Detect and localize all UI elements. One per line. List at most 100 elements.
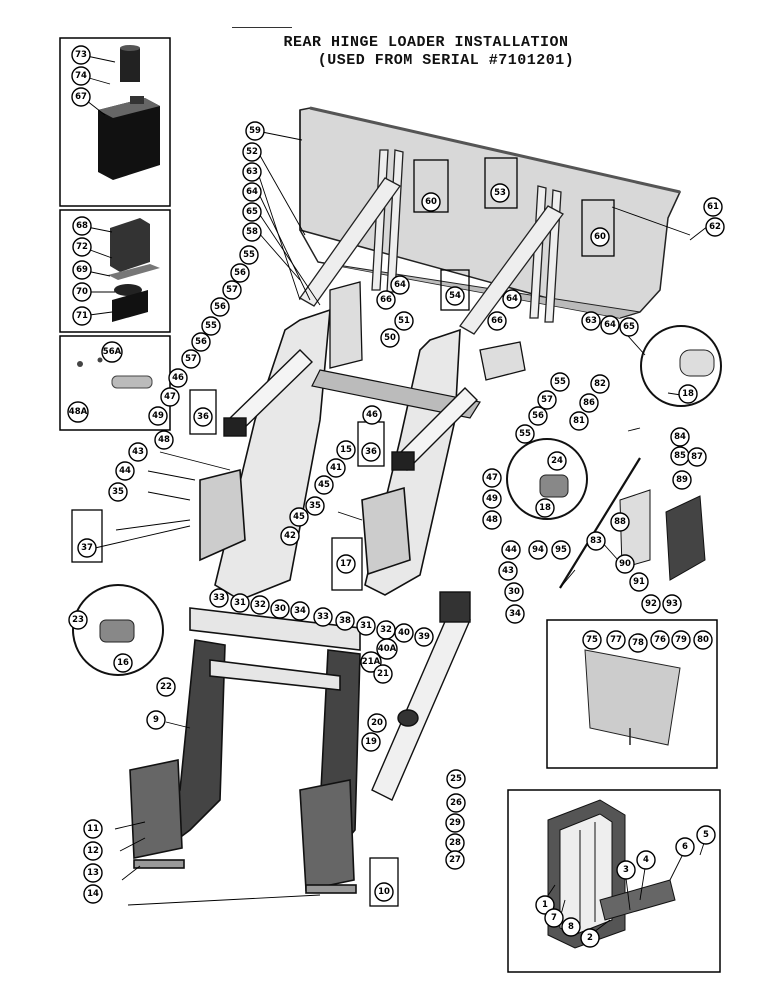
callout-46: 46 — [362, 405, 382, 425]
callout-number: 77 — [610, 635, 622, 645]
callout-number: 47 — [164, 392, 176, 402]
callout-number: 29 — [449, 818, 461, 828]
callout-number: 11 — [87, 824, 99, 834]
inset-grille-guard — [507, 789, 721, 973]
callout-23: 23 — [68, 610, 88, 630]
callout-number: 55 — [554, 377, 566, 387]
callout-52: 52 — [242, 142, 262, 162]
callout-number: 48A — [69, 407, 88, 417]
callout-number: 5 — [703, 830, 709, 840]
pivot-detail — [329, 281, 526, 381]
callout-37: 37 — [77, 538, 97, 558]
callout-number: 7 — [551, 913, 557, 923]
callout-30: 30 — [504, 582, 524, 602]
callout-number: 51 — [398, 316, 410, 326]
callout-number: 50 — [384, 333, 396, 343]
callout-number: 43 — [502, 566, 514, 576]
callout-number: 9 — [153, 715, 159, 725]
callout-78: 78 — [628, 633, 648, 653]
callout-3: 3 — [616, 860, 636, 880]
callout-number: 23 — [72, 615, 84, 625]
callout-number: 88 — [614, 517, 626, 527]
callout-number: 30 — [274, 604, 286, 614]
callout-number: 3 — [623, 865, 629, 875]
callout-40: 40 — [394, 623, 414, 643]
diagram-title: REAR HINGE LOADER INSTALLATION — [283, 34, 569, 51]
callout-number: 4 — [643, 855, 649, 865]
callout-50: 50 — [380, 328, 400, 348]
callout-75: 75 — [582, 630, 602, 650]
callout-54: 54 — [445, 286, 465, 306]
callout-56: 56 — [230, 263, 250, 283]
callout-number: 25 — [450, 774, 462, 784]
callout-number: 62 — [709, 222, 721, 232]
callout-number: 46 — [366, 410, 378, 420]
callout-number: 16 — [117, 658, 129, 668]
callout-5: 5 — [696, 825, 716, 845]
callout-43: 43 — [128, 442, 148, 462]
callout-number: 54 — [449, 291, 461, 301]
callout-87: 87 — [687, 447, 707, 467]
callout-64: 64 — [502, 289, 522, 309]
callout-number: 66 — [491, 316, 503, 326]
callout-29: 29 — [445, 813, 465, 833]
callout-63: 63 — [581, 311, 601, 331]
callout-81: 81 — [569, 411, 589, 431]
callout-number: 24 — [551, 456, 563, 466]
callout-30: 30 — [270, 599, 290, 619]
callout-64: 64 — [390, 275, 410, 295]
callout-number: 64 — [246, 187, 258, 197]
callout-number: 6 — [682, 842, 688, 852]
callout-16: 16 — [113, 653, 133, 673]
callout-32: 32 — [250, 595, 270, 615]
callout-number: 74 — [75, 71, 87, 81]
callout-number: 57 — [185, 354, 197, 364]
callout-39: 39 — [414, 627, 434, 647]
callout-number: 22 — [160, 682, 172, 692]
callout-84: 84 — [670, 427, 690, 447]
callout-7: 7 — [544, 908, 564, 928]
callout-65: 65 — [242, 202, 262, 222]
callout-number: 35 — [309, 501, 321, 511]
callout-42: 42 — [280, 526, 300, 546]
callout-number: 2 — [587, 933, 593, 943]
callout-55: 55 — [550, 372, 570, 392]
callout-59: 59 — [245, 121, 265, 141]
callout-57: 57 — [537, 390, 557, 410]
callout-number: 35 — [112, 487, 124, 497]
callout-13: 13 — [83, 863, 103, 883]
callout-number: 12 — [87, 846, 99, 856]
callout-10: 10 — [374, 882, 394, 902]
callout-12: 12 — [83, 841, 103, 861]
callout-number: 87 — [691, 452, 703, 462]
callout-82: 82 — [590, 374, 610, 394]
callout-73: 73 — [71, 45, 91, 65]
callout-83: 83 — [586, 531, 606, 551]
callout-66: 66 — [376, 290, 396, 310]
callout-number: 78 — [632, 638, 644, 648]
callout-number: 56A — [103, 347, 122, 357]
callout-36: 36 — [361, 442, 381, 462]
bucket-cylinders — [223, 349, 478, 471]
callout-number: 67 — [75, 92, 87, 102]
callout-number: 59 — [249, 126, 261, 136]
callout-number: 27 — [449, 855, 461, 865]
callout-57: 57 — [222, 280, 242, 300]
callout-number: 83 — [590, 536, 602, 546]
callout-4: 4 — [636, 850, 656, 870]
callout-number: 72 — [76, 242, 88, 252]
callout-number: 8 — [568, 922, 574, 932]
callout-64: 64 — [600, 315, 620, 335]
callout-95: 95 — [551, 540, 571, 560]
callout-56A: 56A — [101, 341, 123, 363]
callout-33: 33 — [313, 607, 333, 627]
callout-91: 91 — [629, 572, 649, 592]
callout-number: 31 — [360, 621, 372, 631]
callout-number: 53 — [494, 188, 506, 198]
callout-number: 42 — [284, 531, 296, 541]
callout-number: 70 — [76, 287, 88, 297]
callout-number: 32 — [254, 600, 266, 610]
callout-56: 56 — [210, 297, 230, 317]
callout-57: 57 — [181, 349, 201, 369]
callout-number: 64 — [394, 280, 406, 290]
